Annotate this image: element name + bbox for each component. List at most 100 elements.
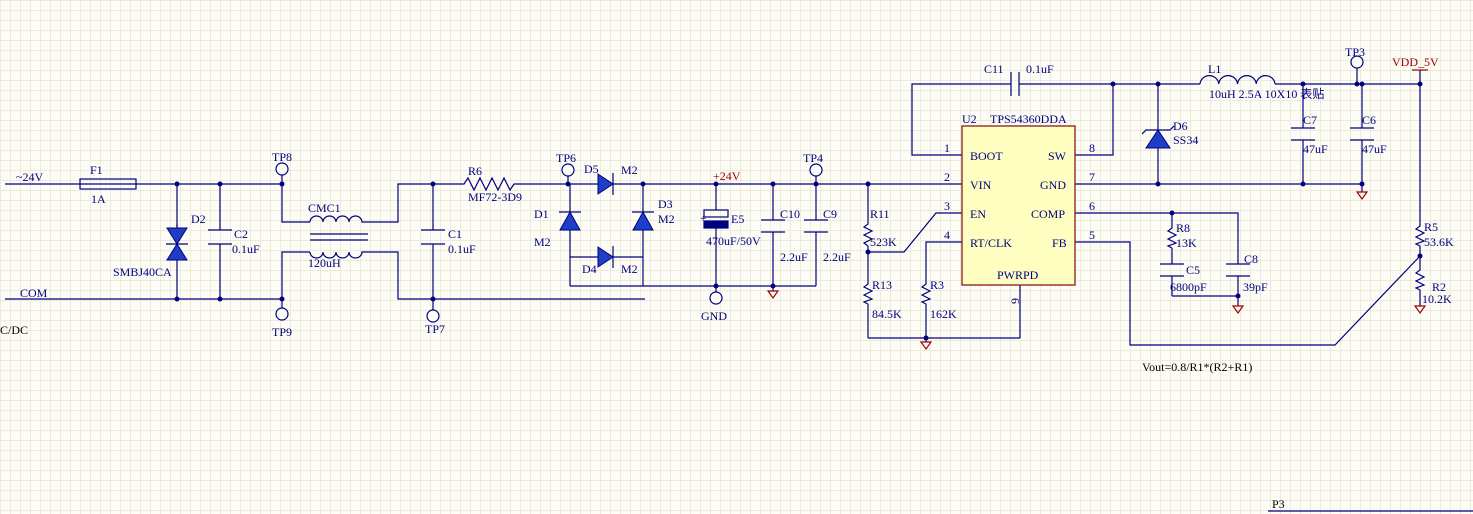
- pin-number-1: 1: [944, 141, 950, 155]
- test-point-tp4[interactable]: [809, 163, 823, 177]
- wires: [5, 68, 1473, 512]
- pin-sw-label: SW: [1048, 149, 1067, 163]
- d4-designator: D4: [582, 262, 597, 276]
- pin-number-8: 8: [1089, 141, 1095, 155]
- r8-designator: R8: [1176, 221, 1190, 235]
- pin-gnd-label: GND: [1040, 178, 1066, 192]
- diode-d5[interactable]: [597, 173, 614, 195]
- test-point-tp7[interactable]: [426, 309, 440, 323]
- net-label-com: COM: [20, 286, 48, 300]
- capacitor-c10[interactable]: [761, 219, 785, 233]
- diode-d3[interactable]: [632, 210, 654, 231]
- resistor-r5[interactable]: [1414, 224, 1426, 247]
- pin-number-4: 4: [944, 228, 950, 242]
- test-point-tp9[interactable]: [275, 307, 289, 321]
- c7-designator: C7: [1303, 113, 1317, 127]
- ic-u2-body[interactable]: [961, 125, 1076, 286]
- f1-designator: F1: [90, 163, 103, 177]
- capacitor-c5[interactable]: [1160, 263, 1184, 277]
- r11-designator: R11: [870, 207, 890, 221]
- resistor-r11[interactable]: [862, 222, 874, 247]
- c8-designator: C8: [1244, 252, 1258, 266]
- diode-d1[interactable]: [559, 210, 581, 231]
- diode-d4[interactable]: [597, 246, 614, 268]
- capacitor-c8[interactable]: [1226, 263, 1250, 277]
- r13-value: 84.5K: [872, 307, 902, 321]
- net-label-vdd-5v: VDD_5V: [1392, 55, 1439, 69]
- tp7-label: TP7: [425, 322, 445, 336]
- ground-symbols: [766, 191, 1427, 351]
- net-label-acdc: C/DC: [0, 323, 28, 337]
- capacitor-c11[interactable]: [1010, 72, 1020, 96]
- c10-designator: C10: [780, 207, 800, 221]
- r6-value: MF72-3D9: [468, 190, 522, 204]
- capacitor-c7[interactable]: [1291, 127, 1315, 141]
- tvs-diode-d2[interactable]: [166, 224, 188, 261]
- test-point-tp3[interactable]: [1350, 55, 1364, 69]
- net-label-plus24v: +24V: [713, 169, 741, 183]
- pin-rtclk-label: RT/CLK: [970, 236, 1012, 250]
- c2-value: 0.1uF: [232, 242, 260, 256]
- capacitor-c2[interactable]: [208, 229, 232, 245]
- c11-value: 0.1uF: [1026, 62, 1054, 76]
- c10-value: 2.2uF: [780, 250, 808, 264]
- test-point-tp6[interactable]: [561, 163, 575, 177]
- test-point-gnd[interactable]: [709, 291, 723, 305]
- resistor-r13[interactable]: [862, 282, 874, 305]
- pin-number-5: 5: [1089, 228, 1095, 242]
- d6-designator: D6: [1173, 119, 1188, 133]
- fuse-f1[interactable]: [79, 178, 137, 190]
- r6-designator: R6: [468, 164, 482, 178]
- resistor-r2[interactable]: [1414, 268, 1426, 291]
- net-label-24v-ac: ~24V: [16, 170, 43, 184]
- c11-designator: C11: [984, 62, 1004, 76]
- labels: ~24V COM C/DC F1 1A D2 SMBJ40CA C2 0.1uF…: [0, 45, 1454, 511]
- c5-value: 6800pF: [1170, 280, 1207, 294]
- d4-value: M2: [621, 262, 638, 276]
- tp9-label: TP9: [272, 325, 292, 339]
- d2-value: SMBJ40CA: [113, 265, 172, 279]
- cmc1-designator: CMC1: [308, 201, 341, 215]
- d5-designator: D5: [584, 162, 599, 176]
- c1-designator: C1: [448, 227, 462, 241]
- u2-value: TPS54360DDA: [990, 112, 1067, 126]
- pin-fb-label: FB: [1052, 236, 1067, 250]
- electrolytic-capacitor-e5[interactable]: +: [700, 209, 729, 229]
- c6-designator: C6: [1362, 113, 1376, 127]
- capacitor-c1[interactable]: [421, 229, 445, 245]
- l1-value: 10uH 2.5A 10X10 表贴: [1209, 87, 1324, 101]
- tp3-label: TP3: [1345, 45, 1365, 59]
- schottky-diode-d6[interactable]: [1141, 125, 1175, 149]
- capacitor-c6[interactable]: [1350, 127, 1374, 141]
- pin-number-6: 6: [1089, 199, 1095, 213]
- choke-cmc1[interactable]: [309, 215, 368, 259]
- pin-vin-label: VIN: [970, 178, 992, 192]
- thermistor-r6[interactable]: [458, 176, 520, 192]
- test-point-tp8[interactable]: [275, 162, 289, 176]
- connector-p3-label: P3: [1272, 497, 1285, 511]
- e5-designator: E5: [731, 212, 744, 226]
- inductor-l1[interactable]: [1199, 75, 1276, 85]
- r3-designator: R3: [930, 278, 944, 292]
- svg-text:+: +: [700, 213, 706, 225]
- c9-designator: C9: [823, 207, 837, 221]
- c8-value: 39pF: [1243, 280, 1268, 294]
- d6-value: SS34: [1173, 133, 1198, 147]
- pin-en-label: EN: [970, 207, 986, 221]
- cmc1-value: 120uH: [308, 256, 341, 270]
- resistor-r8[interactable]: [1166, 226, 1178, 249]
- pin-pwrpd-label: PWRPD: [997, 268, 1039, 282]
- capacitor-c9[interactable]: [804, 219, 828, 233]
- pin-number-7: 7: [1089, 170, 1095, 184]
- d2-designator: D2: [191, 212, 206, 226]
- e5-value: 470uF/50V: [706, 234, 761, 248]
- c6-value: 47uF: [1362, 142, 1387, 156]
- r2-value: 10.2K: [1422, 292, 1452, 306]
- d1-value: M2: [534, 235, 551, 249]
- d3-designator: D3: [658, 197, 673, 211]
- resistor-r3[interactable]: [920, 282, 932, 305]
- tp6-label: TP6: [556, 151, 576, 165]
- u2-designator: U2: [962, 112, 977, 126]
- f1-value: 1A: [91, 192, 106, 206]
